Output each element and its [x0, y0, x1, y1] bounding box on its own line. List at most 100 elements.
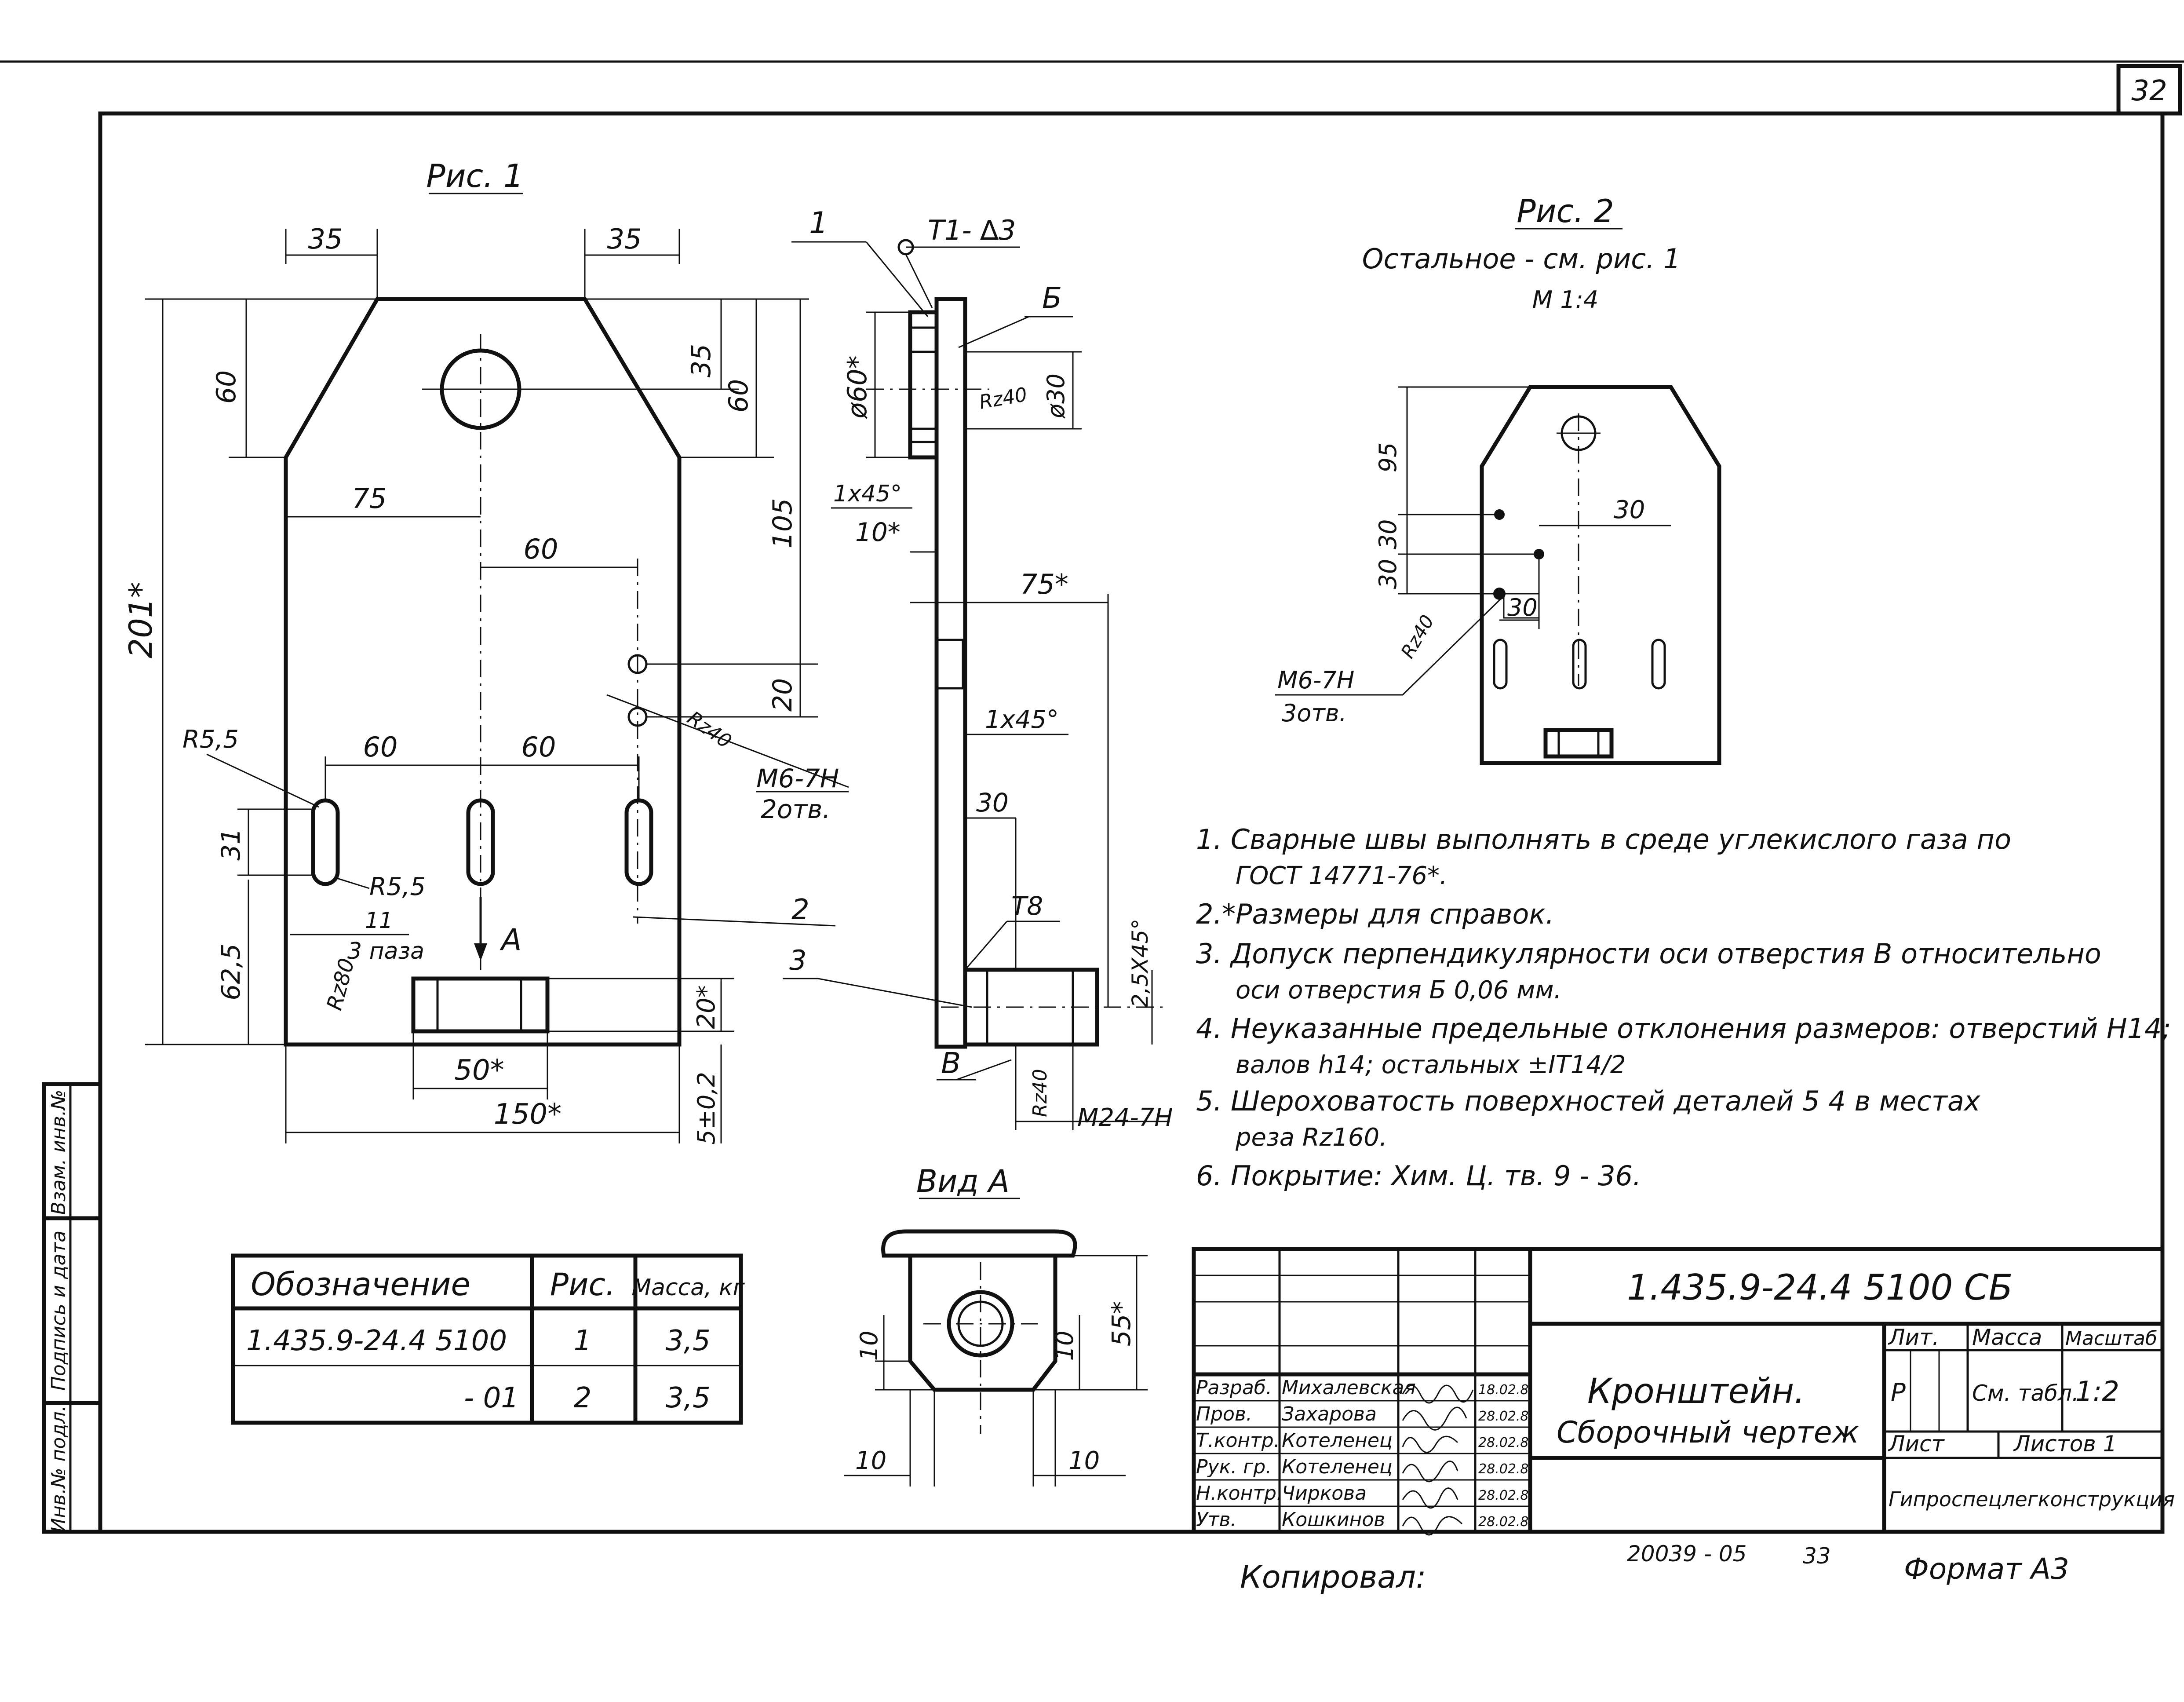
role-label-4: Н.контр.	[1196, 1482, 1283, 1505]
slot-right	[624, 798, 653, 886]
fig2-view: Рис. 2 Остальное - см. рис. 1 М 1:4 95 3…	[1275, 193, 1721, 765]
mass-header: Масса	[1972, 1325, 2042, 1350]
side-bushing	[908, 310, 939, 460]
view-a-weld-cap	[881, 1229, 1077, 1258]
role-label-3: Рук. гр.	[1196, 1456, 1272, 1478]
note-line-9: реза Rz160.	[1235, 1123, 1387, 1152]
role-label-1: Пров.	[1196, 1403, 1252, 1425]
role-name-4: Чиркова	[1282, 1482, 1367, 1505]
fig2-scale: М 1:4	[1532, 286, 1599, 314]
slot-middle	[466, 798, 495, 886]
fig1-dim-75: 75	[352, 482, 387, 515]
parts-table: Обозначение Рис. Масса, кг 1.435.9-24.4 …	[231, 1253, 745, 1425]
side-m6-section	[935, 639, 964, 690]
role-date-5: 28.02.8	[1478, 1514, 1529, 1530]
parts-header-designation: Обозначение	[251, 1266, 470, 1303]
fig1-dim-right-105: 105	[767, 498, 798, 549]
technical-notes: 1. Сварные швы выполнять в среде углекис…	[1196, 823, 2171, 1192]
parts-header-mass: Масса, кг	[631, 1275, 745, 1301]
role-name-1: Захарова	[1282, 1403, 1377, 1425]
fig1-dim-31: 31	[216, 828, 246, 861]
fig1-rz40: Rz40	[683, 707, 736, 753]
view-a-dim-10-bl: 10	[855, 1446, 886, 1475]
fig1-holes-count: 2отв.	[761, 794, 831, 824]
fig2-dim-95: 95	[1374, 442, 1402, 473]
fig2-dim-30h1: 30	[1614, 496, 1645, 524]
sheets-label: Листов 1	[2013, 1431, 2117, 1457]
slot-left	[311, 798, 340, 886]
side-pos3: 3	[789, 944, 806, 976]
lit-header: Лит.	[1888, 1325, 1939, 1350]
role-date-1: 28.02.8	[1478, 1409, 1529, 1424]
title-block: Разраб. Михалевская 18.02.8 Пров. Захаро…	[1192, 1247, 2175, 1536]
fig2-dim-30b: 30	[1374, 559, 1402, 589]
view-a: Вид А 10 10 55* 10 10	[844, 1163, 1148, 1487]
fig1-r55-upper: R5,5	[182, 725, 239, 754]
side-v-mark: В	[941, 1046, 961, 1080]
stamp-inv-number: Инв.№ подл.	[47, 1405, 70, 1533]
side-dim75: 75*	[1020, 568, 1068, 600]
fig2-slot-middle	[1572, 639, 1587, 690]
note-line-3: 2.*Размеры для справок.	[1196, 898, 1554, 930]
stamp-signature-date: Подпись и дата	[47, 1231, 70, 1391]
note-line-1: 1. Сварные швы выполнять в среде углекис…	[1196, 823, 2011, 855]
role-date-0: 18.02.8	[1478, 1382, 1529, 1398]
role-name-0: Михалевская	[1282, 1377, 1416, 1399]
drawing-code: 1.435.9-24.4 5100 СБ	[1627, 1267, 2013, 1308]
side-chamfer3: 2,5X45°	[1127, 919, 1153, 1008]
footer: Копировал: 20039 - 05 33 Формат А3	[1240, 1541, 2069, 1595]
note-line-10: 6. Покрытие: Хим. Ц. тв. 9 - 36.	[1196, 1160, 1641, 1192]
side-tb: Т8	[1011, 891, 1043, 921]
signature-1	[1402, 1406, 1467, 1431]
fig2-outline	[1480, 385, 1721, 765]
side-dim10: 10*	[855, 517, 901, 547]
side-rz40: Rz40	[977, 383, 1029, 414]
parts-row1-mass: 3,5	[666, 1325, 711, 1357]
nut-block	[411, 976, 550, 1034]
side-chamfer2: 1x45°	[985, 705, 1059, 734]
bracket-plate-outline	[284, 297, 682, 1047]
side-chamfer1: 1x45°	[833, 481, 902, 507]
fig1-pos2: 2	[791, 894, 809, 926]
fig1-title: Рис. 1	[426, 157, 523, 194]
mass-value: См. табл.	[1972, 1381, 2079, 1406]
lit-value: Р	[1891, 1378, 1906, 1407]
note-line-6: 4. Неуказанные предельные отклонения раз…	[1196, 1012, 2171, 1045]
signature-5	[1402, 1516, 1463, 1536]
fig1-r55-lower: R5,5	[369, 873, 426, 901]
side-dia30: ø30	[1042, 373, 1070, 419]
side-b-mark: Б	[1042, 281, 1062, 315]
fig1-dim-total-height: 201*	[122, 582, 159, 658]
side-rz40b: Rz40	[1029, 1069, 1051, 1117]
fig1-dim-right-20: 20	[767, 678, 798, 712]
fig1-dim-150: 150*	[494, 1098, 561, 1131]
organization: Гипроспецлегконструкция	[1889, 1487, 2175, 1511]
view-a-dim-55: 55*	[1106, 1301, 1136, 1347]
signature-0	[1402, 1384, 1474, 1404]
fig1-dim-5: 5±0,2	[693, 1072, 720, 1144]
role-label-0: Разраб.	[1196, 1377, 1272, 1399]
fig1-dim-50: 50*	[454, 1054, 504, 1087]
fig2-slot-left	[1493, 639, 1508, 690]
fig1-dim-right-60: 60	[723, 379, 754, 413]
note-line-5: оси отверстия Б 0,06 мм.	[1236, 976, 1561, 1004]
side-m24: М24-7Н	[1077, 1103, 1173, 1132]
role-date-3: 28.02.8	[1478, 1461, 1529, 1477]
sheet-number: 32	[2131, 75, 2167, 107]
view-a-title: Вид А	[916, 1163, 1010, 1199]
fig2-dim-30a: 30	[1374, 519, 1402, 550]
fig1-slot-width: 11	[365, 908, 393, 933]
side-dia60: ø60*	[842, 355, 873, 419]
fig2-holes: 3отв.	[1282, 699, 1347, 727]
footer-page-number: 33	[1803, 1543, 1831, 1569]
fig2-m6: М6-7Н	[1277, 666, 1354, 694]
parts-row2-mass: 3,5	[666, 1382, 711, 1414]
fig1-rz80: Rz80	[322, 956, 359, 1013]
note-line-7: валов h14; остальных ±IT14/2	[1236, 1051, 1626, 1079]
role-label-5: Утв.	[1196, 1508, 1236, 1531]
side-pos1: 1	[809, 206, 828, 241]
view-a-nut-outline	[908, 1253, 1057, 1392]
signature-4	[1402, 1487, 1458, 1509]
side-stamp: Инв.№ подл. Подпись и дата Взам. инв.№	[42, 1082, 102, 1534]
